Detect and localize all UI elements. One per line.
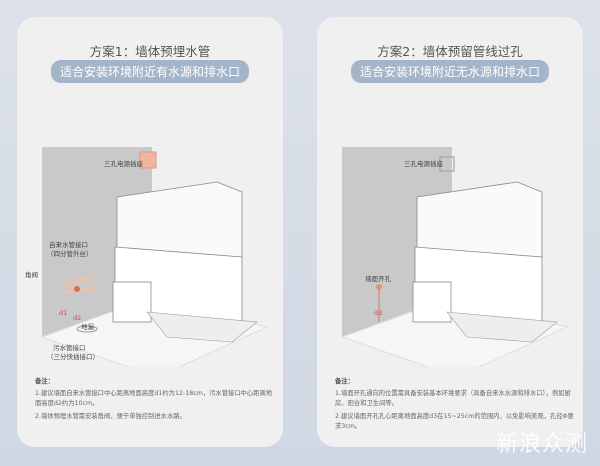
- watermark: 新浪众测: [495, 432, 588, 457]
- note-item: 1.墙面开孔通向的位置需具备安装基本环境要求（具备自来水水源和排水口），例如厨房…: [335, 390, 571, 407]
- note-item: 2.墙体预埋水管需安装角阀，便于单独控制进水水路。: [35, 413, 186, 420]
- plan1-illustration: [40, 147, 269, 367]
- label-socket: 三孔电源插座: [104, 160, 143, 168]
- plan2-subtitle-badge: 适合安装环境附近无水源和排水口: [350, 60, 550, 83]
- label-valve: 角阀: [25, 271, 38, 279]
- label-d2: d2: [73, 314, 82, 322]
- plan2-notes: 备注： 1.墙面开孔通向的位置需具备安装基本环境要求（具备自来水水源和排水口），…: [335, 377, 575, 435]
- plan1-subtitle-badge: 适合安装环境附近有水源和排水口: [50, 60, 250, 83]
- plan2-title: 方案2：墙体预留管线过孔: [377, 44, 523, 59]
- label-outlet-sub: （三分快插接口）: [47, 353, 99, 361]
- label-d1: d1: [59, 309, 68, 317]
- label-inlet: 自来水管接口: [49, 241, 88, 249]
- plan1-card: 方案1：墙体预埋水管 适合安装环境附近有水源和排水口 三孔电源插座 自来水管接口…: [17, 17, 283, 447]
- label-socket: 三孔电源插座: [404, 160, 443, 168]
- plan1-notes: 备注： 1.建议墙面自来水管接口中心距离地面高度d1约为12-18cm，污水管接…: [35, 377, 275, 425]
- label-d3: d3: [374, 309, 383, 317]
- plan1-title: 方案1：墙体预埋水管: [89, 44, 211, 59]
- label-floor-drain: 地漏: [81, 323, 94, 331]
- plan2-card: 方案2：墙体预留管线过孔 适合安装环境附近无水源和排水口 三孔电源插座 墙面开孔…: [317, 17, 583, 447]
- label-hole: 墙面开孔: [365, 275, 391, 283]
- label-inlet-sub: （四分管外丝）: [47, 250, 93, 258]
- label-outlet: 污水管接口: [53, 344, 86, 352]
- note-item: 2.建议墙面开孔孔心距离地面高度d3在15~25cm的范围内，以免影响美观，孔径…: [335, 413, 574, 430]
- notes-heading: 备注：: [35, 378, 54, 385]
- plan2-illustration: [340, 147, 569, 367]
- note-item: 1.建议墙面自来水管接口中心距离地面高度d1约为12-18cm，污水管接口中心距…: [35, 390, 273, 407]
- notes-heading: 备注：: [335, 378, 354, 385]
